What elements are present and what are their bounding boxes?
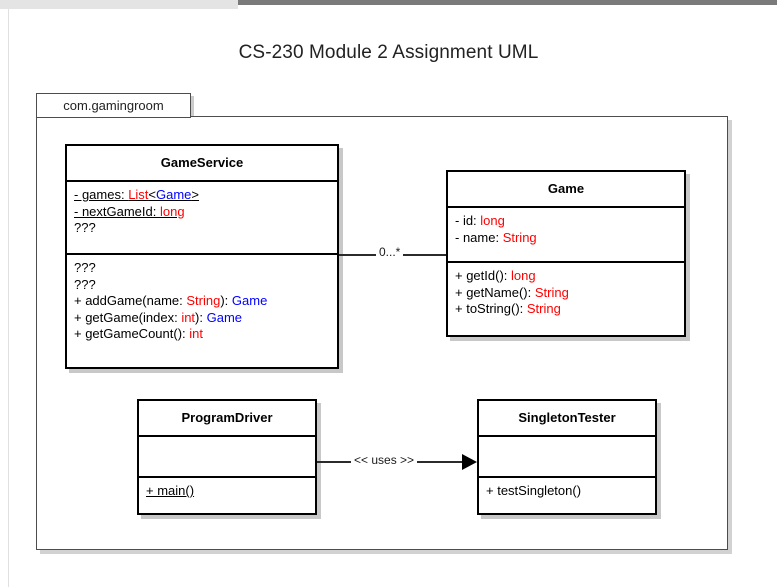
association-multiplicity-label: 0...* — [376, 245, 404, 259]
class-box-game-service[interactable]: GameService - games: List<Game>- nextGam… — [65, 144, 339, 369]
methods-compartment-game-service: ??????+ addGame(name: String): Game+ get… — [67, 255, 337, 349]
class-name-game: Game — [448, 172, 684, 208]
uml-member: ??? — [74, 276, 96, 292]
uml-member: + testSingleton() — [486, 483, 582, 498]
class-box-program-driver[interactable]: ProgramDriver + main() — [137, 399, 317, 515]
dependency-arrowhead-icon — [462, 454, 477, 470]
uml-member: - id: long — [455, 213, 505, 228]
class-name-singleton-tester: SingletonTester — [479, 401, 655, 437]
class-name-game-service: GameService — [67, 146, 337, 182]
viewer-left-edge — [8, 9, 9, 587]
page-title: CS-230 Module 2 Assignment UML — [238, 42, 539, 63]
uml-member: + getId(): long — [455, 268, 536, 283]
attributes-compartment-game: - id: long- name: String — [448, 208, 684, 263]
uml-member: ??? — [74, 220, 96, 235]
attributes-compartment-singleton-tester — [479, 437, 655, 478]
uml-member: ??? — [74, 260, 96, 275]
methods-compartment-game: + getId(): long+ getName(): String+ toSt… — [448, 263, 684, 324]
uml-member: - name: String — [455, 229, 537, 245]
uml-member-static: - nextGameId: long — [74, 203, 185, 219]
viewer-top-bar — [0, 0, 777, 5]
uml-member: + addGame(name: String): Game — [74, 293, 268, 308]
uml-member: + getGame(index: int): Game — [74, 309, 243, 325]
methods-compartment-program-driver: + main() — [139, 478, 315, 506]
attributes-compartment-game-service: - games: List<Game>- nextGameId: long??? — [67, 182, 337, 255]
class-box-game[interactable]: Game - id: long- name: String + getId():… — [446, 170, 686, 337]
class-box-singleton-tester[interactable]: SingletonTester + testSingleton() — [477, 399, 657, 515]
uml-member: + getName(): String — [455, 284, 569, 300]
methods-compartment-singleton-tester: + testSingleton() — [479, 478, 655, 506]
uml-member: + getGameCount(): int — [74, 326, 203, 341]
uml-member-static: - games: List<Game> — [74, 187, 200, 202]
uml-member: + toString(): String — [455, 301, 561, 316]
uml-member-static: + main() — [146, 483, 195, 498]
dependency-stereotype-label: << uses >> — [351, 453, 418, 467]
class-name-program-driver: ProgramDriver — [139, 401, 315, 437]
package-tab-label: com.gamingroom — [36, 93, 191, 118]
attributes-compartment-program-driver — [139, 437, 315, 478]
viewer-corner-strip — [0, 0, 238, 9]
